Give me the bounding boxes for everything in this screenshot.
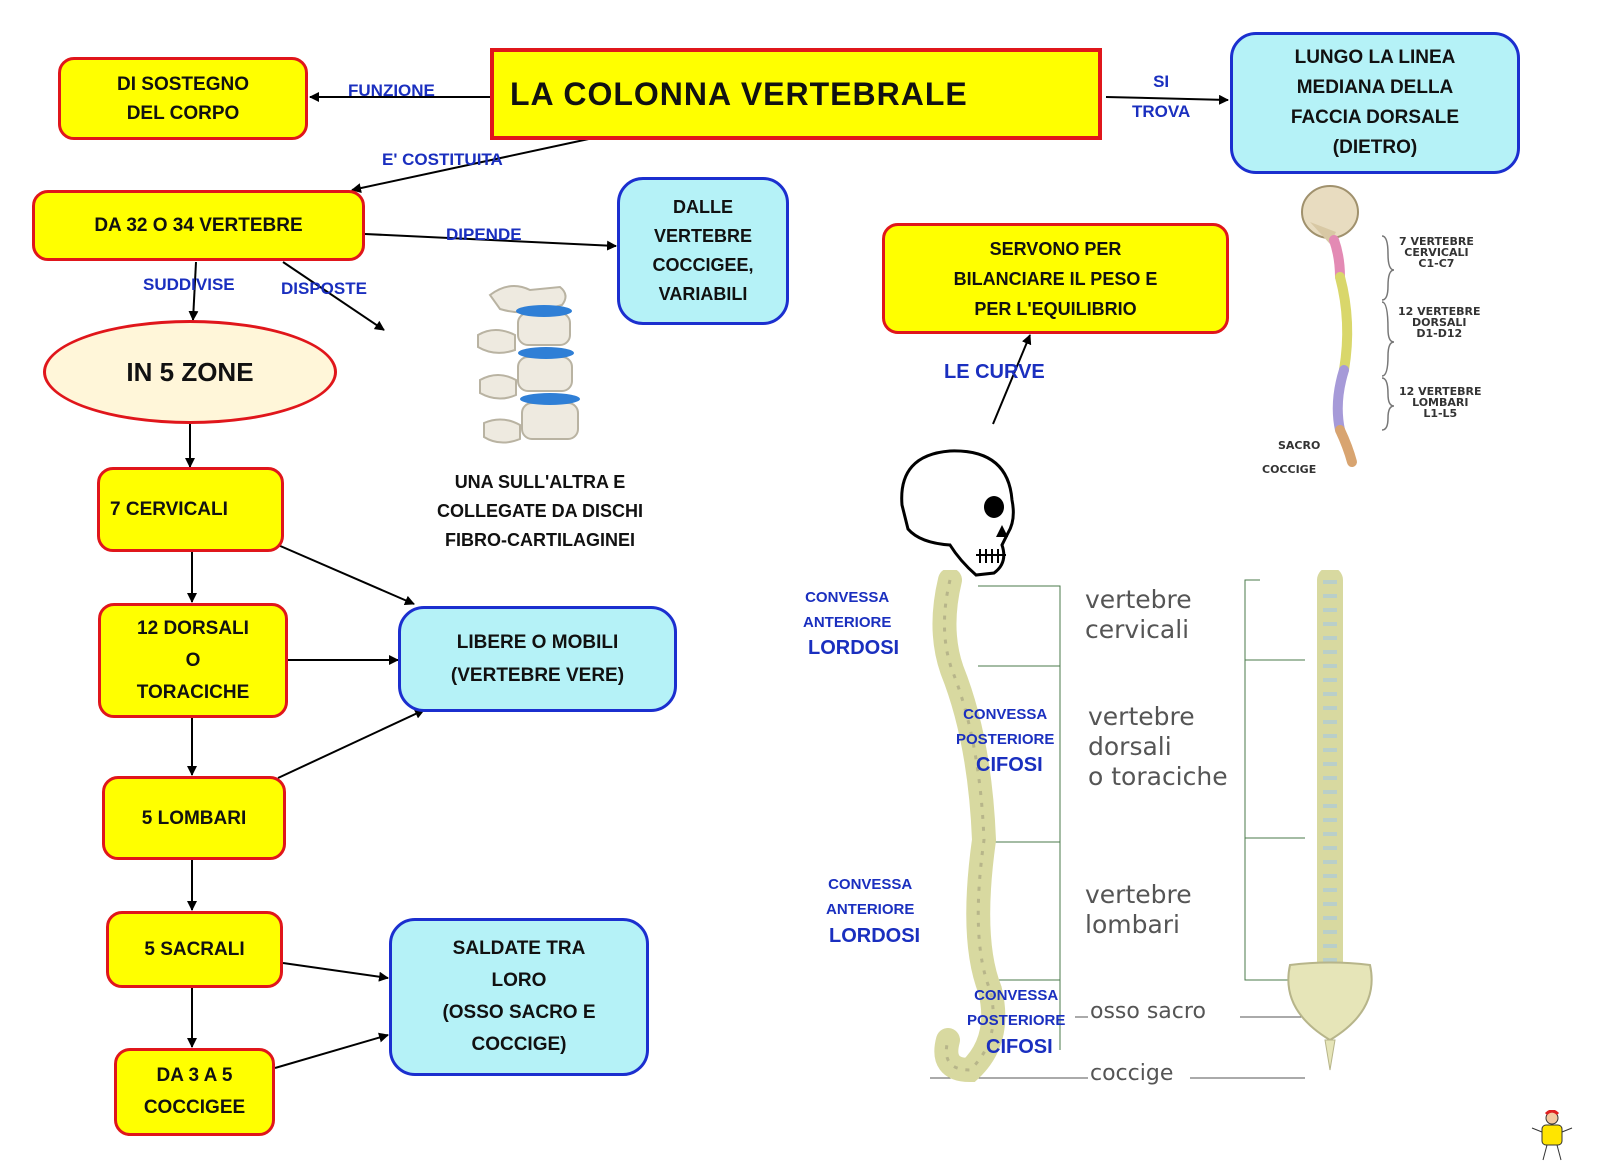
curve2-name: CIFOSI (976, 754, 1043, 776)
curve2-kind: CONVESSA POSTERIORE (956, 706, 1055, 748)
curve1-kind: CONVESSA ANTERIORE (803, 589, 892, 631)
curve4-name: CIFOSI (986, 1036, 1053, 1058)
edge-cervicali-libere (277, 544, 415, 606)
node-dorsali: 12 DORSALI O TORACICHE (98, 603, 288, 718)
edge-disposte (282, 261, 385, 331)
node-lombari: 5 LOMBARI (102, 776, 286, 860)
skull-illustration (900, 449, 1015, 577)
spine-label-sacro: SACRO (1278, 439, 1321, 452)
label-trova: SI TROVA (1132, 72, 1191, 121)
label-le-curve: LE CURVE (944, 361, 1045, 383)
node-trova: LUNGO LA LINEA MEDIANA DELLA FACCIA DORS… (1230, 32, 1520, 174)
node-saldate: SALDATE TRA LORO (OSSO SACRO E COCCIGE) (389, 918, 649, 1076)
edge-trova (1105, 94, 1229, 105)
curve1-name: LORDOSI (808, 637, 900, 659)
node-cervicali: 7 CERVICALI (97, 467, 284, 552)
title-box: LA COLONNA VERTEBRALE (490, 48, 1102, 140)
mascot-logo (1531, 1110, 1573, 1161)
spine-label-cervical: 7 VERTEBRE CERVICALI C1-C7 (1399, 235, 1474, 270)
node-libere: LIBERE O MOBILI (VERTEBRE VERE) (398, 606, 677, 712)
node-coccigee-zone: DA 3 A 5 COCCIGEE (114, 1048, 275, 1136)
edge-curve (992, 334, 1032, 425)
label-funzione: FUNZIONE (348, 81, 435, 100)
edge-costituita (351, 136, 599, 193)
edge-dipende (364, 233, 617, 251)
curve3-name: LORDOSI (829, 925, 921, 947)
spine-curvature-diagram (930, 570, 1373, 1083)
region-lombari: vertebre lombari (1085, 880, 1192, 939)
node-curve: SERVONO PER BILANCIARE IL PESO E PER L'E… (882, 223, 1229, 334)
region-sacro: osso sacro (1090, 999, 1206, 1024)
curve3-kind: CONVESSA ANTERIORE (826, 876, 915, 918)
label-disposte: DISPOSTE (281, 279, 367, 298)
curve4-kind: CONVESSA POSTERIORE (967, 987, 1066, 1029)
node-sacrali: 5 SACRALI (106, 911, 283, 988)
label-suddivise: SUDDIVISE (143, 275, 235, 294)
region-cervicali: vertebre cervicali (1085, 585, 1192, 644)
node-funzione: DI SOSTEGNO DEL CORPO (58, 57, 308, 140)
edge-suddivise (188, 261, 199, 321)
label-dipende: DIPENDE (446, 225, 522, 244)
vertebrae-discs-illustration (477, 285, 580, 444)
region-dorsali: vertebre dorsali o toraciche (1088, 702, 1228, 791)
edge-coccigee-saldate (274, 1032, 389, 1069)
node-vertebre: DA 32 O 34 VERTEBRE (32, 190, 365, 261)
node-zone: IN 5 ZONE (43, 320, 337, 424)
spine-label-coccige: COCCIGE (1262, 463, 1317, 476)
spine-brackets (1381, 235, 1395, 431)
text-disposte: UNA SULL'ALTRA E COLLEGATE DA DISCHI FIB… (437, 472, 643, 550)
region-coccige: coccige (1090, 1061, 1174, 1086)
edge-lombari-libere (277, 709, 425, 779)
label-costituita: E' COSTITUITA (382, 150, 503, 169)
page-title: LA COLONNA VERTEBRALE (510, 75, 968, 112)
spine-side-illustration (1301, 185, 1359, 467)
spine-label-lumbar: 12 VERTEBRE LOMBARI L1-L5 (1399, 385, 1482, 420)
node-coccigee: DALLE VERTEBRE COCCIGEE, VARIABILI (617, 177, 789, 325)
edge-sacrali-saldate (282, 962, 389, 982)
spine-label-dorsal: 12 VERTEBRE DORSALI D1-D12 (1398, 305, 1481, 340)
